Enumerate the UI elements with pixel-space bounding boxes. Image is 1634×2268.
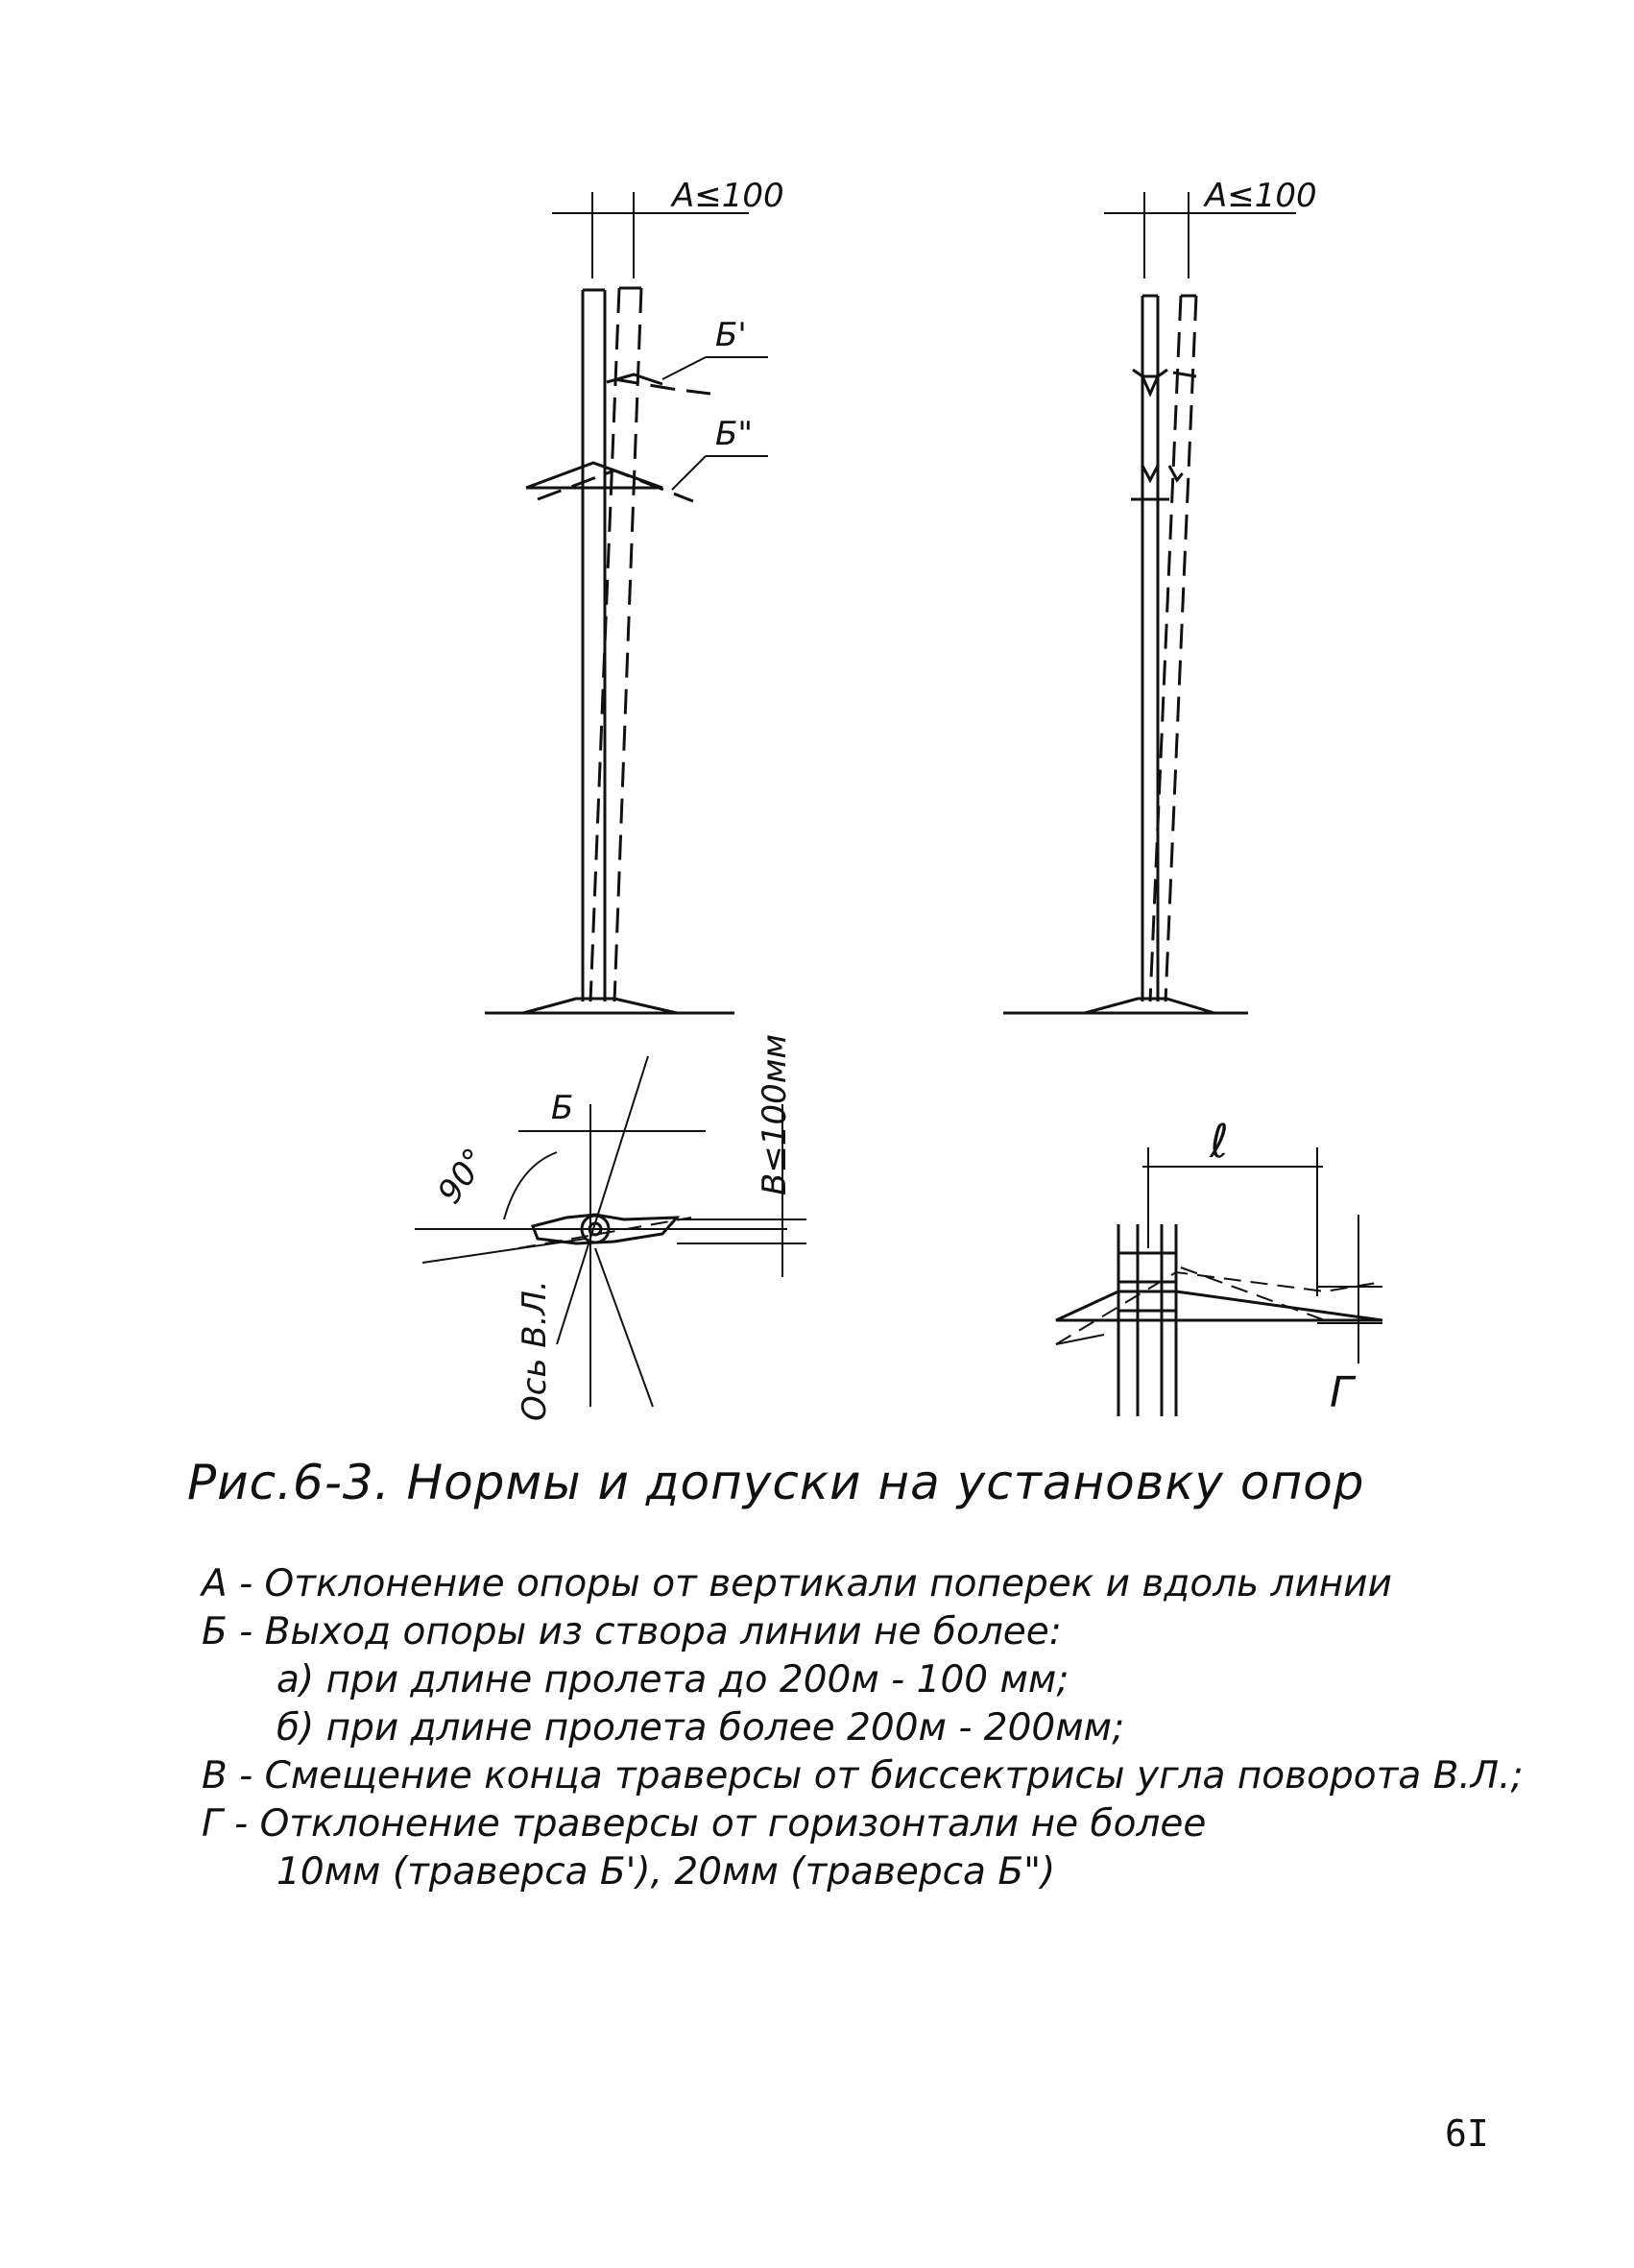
deviated-pole-right	[613, 287, 643, 1002]
detail-end-mark	[1055, 1334, 1105, 1345]
detail-traverse-deviated	[1055, 1270, 1383, 1345]
detail-view-right: ℓ Г	[1055, 1115, 1383, 1417]
detail-traverse	[1055, 1290, 1383, 1322]
dim-b-label: Б	[551, 1089, 573, 1127]
traverse-end-b2-v	[1141, 465, 1160, 484]
traverse-end-b2-deviated	[1167, 465, 1190, 483]
deviated-pole2-right	[1164, 295, 1198, 1002]
deviated-pole-left	[589, 287, 621, 1002]
dim-a-left-label: A≤100	[670, 177, 784, 215]
left-pole-view: A≤100 Б' Б"	[485, 177, 784, 1015]
legend-item-b: Б - Выход опоры из створа линии не более…	[202, 1610, 1062, 1653]
traverse-plan-deviated	[517, 1217, 692, 1249]
legend-item-v: В - Смещение конца траверсы от биссектри…	[202, 1754, 1524, 1798]
dim-g-label: Г	[1330, 1368, 1357, 1417]
dim-a-right-label: A≤100	[1203, 177, 1317, 215]
traverse-b1-label: Б'	[715, 316, 747, 354]
traverse-b2	[525, 461, 663, 490]
pole-plan-outer	[580, 1214, 611, 1244]
foundation-right	[1084, 997, 1215, 1015]
page-number: 6I	[1445, 2112, 1489, 2155]
bisector-line-lower	[594, 1247, 654, 1408]
bisector-line	[556, 1055, 649, 1345]
angle-arc	[503, 1151, 558, 1220]
figure-caption: Рис.6-3. Нормы и допуски на установку оп…	[187, 1455, 1365, 1510]
axis-vl-label: Ось В.Л.	[516, 1280, 554, 1421]
legend-item-b-a: а) при длине пролета до 200м - 100 мм;	[276, 1658, 1069, 1701]
traverse-b2-label: Б"	[715, 415, 753, 453]
angle-label: 90°	[430, 1142, 494, 1211]
legend-item-a: А - Отклонение опоры от вертикали попере…	[202, 1562, 1392, 1605]
legend-item-g: Г - Отклонение траверсы от горизонтали н…	[202, 1802, 1207, 1846]
right-pole-view: A≤100	[1003, 177, 1317, 1015]
traverse-b2-deviated	[537, 469, 694, 503]
dim-v-label: B≤100мм	[756, 1034, 794, 1195]
dim-l-label: ℓ	[1209, 1115, 1229, 1169]
leader-b2	[671, 455, 707, 491]
traverse-end-b1	[1132, 368, 1168, 378]
traverse-b1-deviated	[613, 377, 711, 396]
legend: А - Отклонение опоры от вертикали попере…	[202, 1560, 1524, 1896]
legend-item-b-b: б) при длине пролета более 200м - 200мм;	[276, 1706, 1125, 1749]
traverse-end-b1-v	[1141, 375, 1160, 398]
pole-plan-inner	[588, 1221, 603, 1237]
foundation-left	[522, 997, 678, 1015]
plan-view-left: Б 90° B≤100мм Ось В.Л.	[415, 1034, 806, 1421]
legend-item-g-values: 10мм (траверса Б'), 20мм (траверса Б")	[276, 1850, 1056, 1894]
leader-b1	[661, 356, 707, 380]
traverse-end-b1-deviated	[1172, 371, 1197, 378]
deviated-pole2-left	[1148, 295, 1183, 1002]
